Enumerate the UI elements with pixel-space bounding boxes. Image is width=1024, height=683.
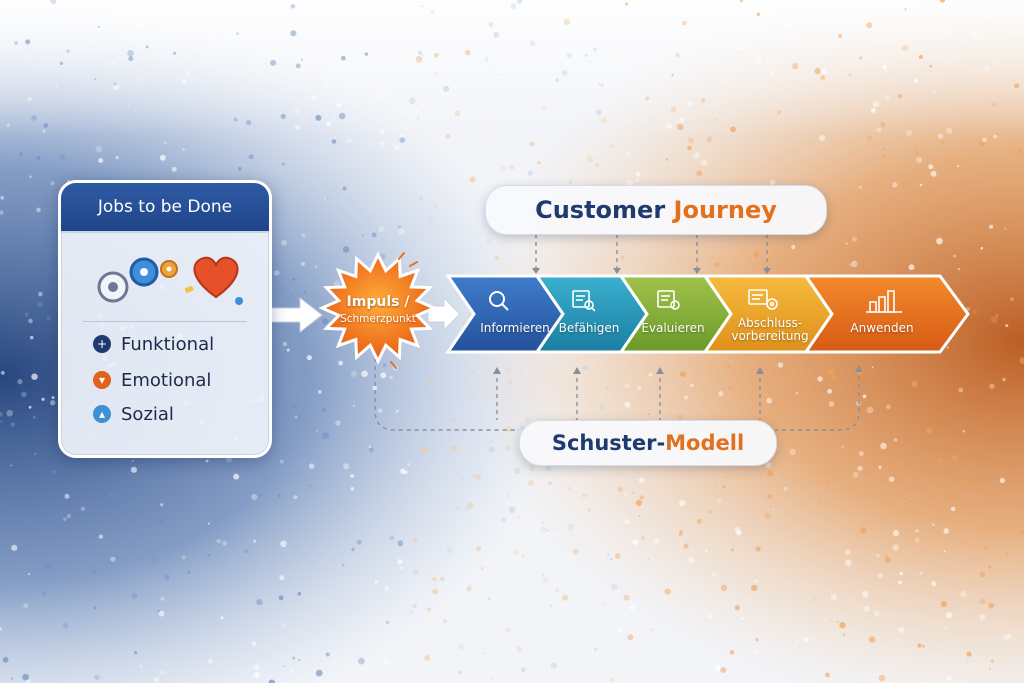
schuster-model-pill: Schuster-Modell — [519, 420, 777, 466]
jobs-item-label: Emotional — [121, 369, 212, 391]
jobs-illustration — [97, 256, 243, 305]
document-gear-icon — [748, 289, 778, 310]
jobs-item-label: Sozial — [121, 403, 174, 425]
flow-arrow-to-journey — [427, 296, 461, 332]
jobs-item-funktional: + Funktional — [93, 331, 214, 357]
document-search-icon — [572, 290, 596, 312]
step-label-evaluieren: Evaluieren — [641, 321, 705, 335]
step-label-abschluss-line1: Abschluss- — [737, 316, 803, 330]
step-label-informieren: Informieren — [480, 321, 550, 335]
bulb-icon — [235, 297, 243, 305]
magnifier-icon — [489, 291, 509, 311]
jobs-item-label: Funktional — [121, 333, 215, 355]
schuster-word1: Schuster- — [551, 431, 666, 455]
chevron-anwenden — [803, 274, 970, 354]
customer-journey-word2: Journey — [673, 196, 777, 224]
schuster-word2: Modell — [665, 431, 745, 455]
journey-chevrons — [445, 274, 970, 354]
jobs-to-be-done-card: Jobs to be Done + Funktional ▾ Emotional… — [58, 180, 272, 458]
customer-journey-word1: Customer — [535, 196, 666, 224]
gear-icon — [97, 271, 129, 303]
plus-circle-icon: + — [93, 335, 111, 353]
jobs-card-divider — [83, 321, 247, 322]
impulse-line2: Schmerzpunkt — [340, 313, 416, 325]
jobs-item-emotional: ▾ Emotional — [93, 367, 211, 393]
heart-icon — [193, 256, 239, 299]
step-label-anwenden: Anwenden — [850, 321, 914, 335]
customer-journey-pill: Customer Journey — [485, 185, 827, 235]
journey-connectors — [535, 234, 768, 270]
jobs-card-title: Jobs to be Done — [61, 183, 269, 233]
checklist-icon — [657, 290, 680, 310]
flow-arrow-to-impulse — [269, 296, 323, 334]
impulse-label: Impuls / Schmerzpunkt — [328, 293, 428, 327]
schuster-connectors — [374, 358, 860, 431]
person-circle-icon: ▴ — [93, 405, 111, 423]
spark-icon — [184, 285, 194, 294]
step-label-befaehigen: Befähigen — [558, 321, 620, 335]
step-label-abschluss-line2: vorbereitung — [731, 329, 809, 343]
impulse-line1: Impuls / — [346, 294, 410, 310]
jobs-item-sozial: ▴ Sozial — [93, 401, 174, 427]
gear-icon — [160, 260, 178, 278]
step-label-abschluss: Abschluss- vorbereitung — [726, 317, 814, 343]
bar-chart-icon — [866, 290, 902, 313]
impulse-burst — [318, 251, 438, 365]
gear-icon — [129, 257, 159, 287]
heart-circle-icon: ▾ — [93, 371, 111, 389]
